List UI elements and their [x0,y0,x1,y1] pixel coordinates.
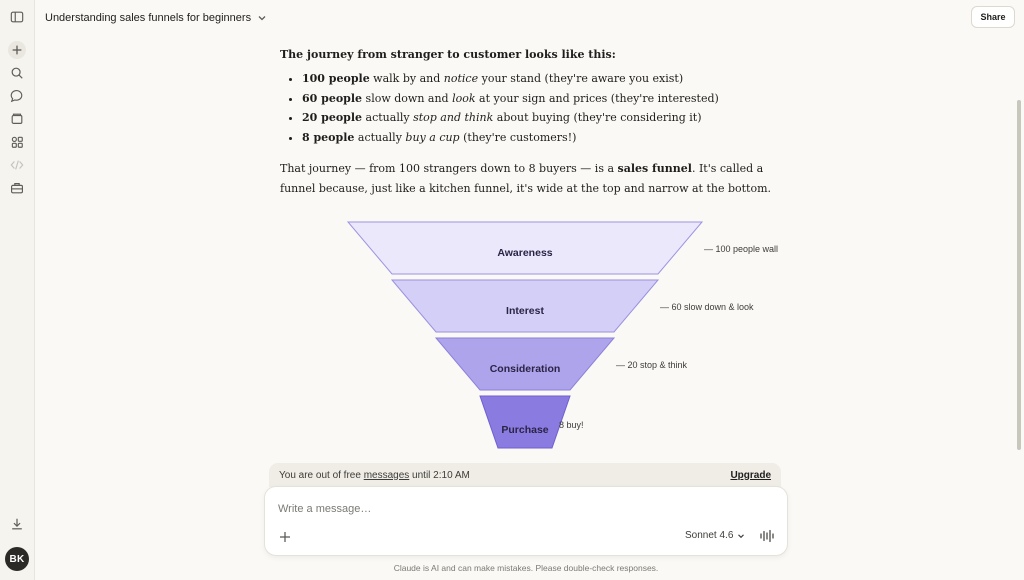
artifacts-icon[interactable] [7,132,27,152]
journey-list: 100 people walk by and notice your stand… [280,69,780,147]
new-chat-icon[interactable] [8,41,26,59]
funnel-stage-note: — 20 stop & think [616,360,688,370]
share-button[interactable]: Share [971,6,1015,28]
funnel-stage-note: — 60 slow down & look [660,302,754,312]
chevron-down-icon [258,16,266,21]
chats-icon[interactable] [7,86,27,106]
list-item: 100 people walk by and notice your stand… [302,69,780,89]
funnel-stage-label: Purchase [501,424,548,436]
model-name: Sonnet 4.6 [685,530,734,541]
message-input[interactable]: Write a message… [278,503,372,515]
funnel-stage-note: — 100 people wall [704,244,778,254]
messages-link[interactable]: messages [363,469,410,481]
funnel-stage-label: Awareness [497,247,552,259]
code-icon[interactable] [7,155,27,175]
avatar[interactable]: BK [5,547,29,571]
funnel-stage-label: Interest [506,305,544,317]
toolbox-icon[interactable] [7,178,27,198]
sidebar: BK [0,0,35,580]
chevron-down-icon [738,533,745,538]
funnel-stage-label: Consideration [490,363,561,375]
list-item: 20 people actually stop and think about … [302,108,780,128]
conversation-title-menu[interactable]: Understanding sales funnels for beginner… [45,10,267,26]
scrollbar[interactable] [1017,100,1021,450]
limit-message: You are out of free messages until 2:10 … [279,469,470,481]
usage-limit-banner: You are out of free messages until 2:10 … [269,463,781,487]
funnel-stage-purchase [479,395,571,449]
attach-plus-icon[interactable] [279,530,293,544]
model-selector[interactable]: Sonnet 4.6 [685,530,745,541]
sidebar-toggle-icon[interactable] [7,7,27,27]
conversation-title: Understanding sales funnels for beginner… [45,12,252,24]
list-item: 8 people actually buy a cup (they're cus… [302,128,780,148]
projects-icon[interactable] [7,109,27,129]
download-icon[interactable] [7,514,27,534]
disclaimer-text: Claude is AI and can make mistakes. Plea… [393,563,659,573]
message-heading: The journey from stranger to customer lo… [280,48,616,61]
list-item: 60 people slow down and look at your sig… [302,89,780,109]
funnel-stage-note: 8 buy! [559,420,584,430]
assistant-message: The journey from stranger to customer lo… [280,40,780,198]
voice-mode-icon[interactable] [759,529,775,543]
message-composer[interactable]: Write a message… Sonnet 4.6 [264,486,788,556]
funnel-stage-consideration [434,337,616,391]
funnel-stage-interest [390,279,660,333]
funnel-stage-awareness [346,221,704,275]
search-icon[interactable] [7,63,27,83]
funnel-explanation: That journey — from 100 strangers down t… [280,162,772,195]
upgrade-link[interactable]: Upgrade [730,469,771,481]
